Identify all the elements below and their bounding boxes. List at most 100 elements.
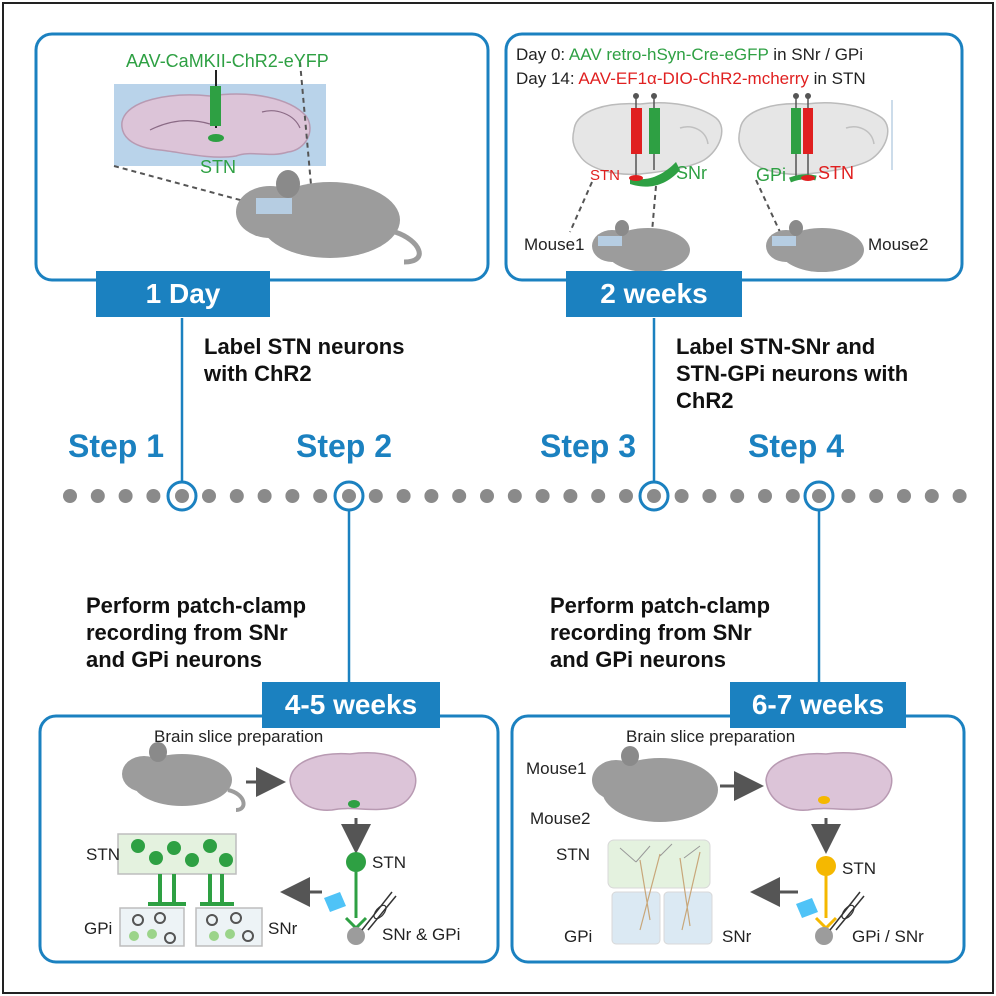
p1-description: Label STN neurons with ChR2 <box>204 333 404 387</box>
timeline-dot <box>785 489 800 503</box>
step-2-label: Step 2 <box>296 428 393 464</box>
step-4-dot <box>812 489 826 503</box>
p4-mouse2-label: Mouse2 <box>530 809 591 828</box>
stn-neuron-p2 <box>346 852 366 872</box>
right-brain-section <box>738 102 889 176</box>
p4-desc-line-2: recording from SNr <box>550 620 752 645</box>
timeline-dot <box>841 489 856 503</box>
p2-title: Brain slice preparation <box>154 727 324 746</box>
brain-slice-p2 <box>289 752 417 811</box>
panel-4-box <box>510 714 966 964</box>
timeline-dot <box>869 489 884 503</box>
p1-stn-label: STN <box>200 157 236 177</box>
timeline-dot <box>674 489 689 503</box>
p3-line-2-virus: AAV-EF1α-DIO-ChR2-mcherry <box>578 69 809 88</box>
mouse-icon <box>236 170 422 265</box>
p4-desc-line-3: and GPi neurons <box>550 647 727 672</box>
timeline-dot <box>952 489 967 503</box>
target-neuron-p4 <box>815 927 833 945</box>
p3-line-2-prefix: Day 14: <box>516 69 579 88</box>
p4-neuron-top-label: STN <box>842 859 876 878</box>
timeline-dot <box>285 489 300 503</box>
p4-title: Brain slice preparation <box>626 727 796 746</box>
p3-desc-line-3: ChR2 <box>676 388 734 413</box>
mouse-icon-p4 <box>592 746 718 822</box>
timeline-dot <box>257 489 272 503</box>
p3-mouse1-label: Mouse1 <box>524 235 585 254</box>
p2-description: Perform patch-clamp recording from SNr a… <box>86 592 306 673</box>
light-source-p4 <box>796 898 818 918</box>
brain-slice-p4 <box>765 752 893 811</box>
timeline-dot <box>758 489 772 503</box>
timeline-dot <box>619 489 633 503</box>
p2-gpi-label: GPi <box>84 919 113 938</box>
p4-description: Perform patch-clamp recording from SNr a… <box>550 592 770 673</box>
timeline-dot <box>229 489 244 503</box>
time-tag-6-7-weeks: 6-7 weeks <box>730 682 906 728</box>
step-1-dot <box>175 489 189 503</box>
timeline-dot <box>202 489 216 503</box>
p2-stn-label: STN <box>86 845 120 864</box>
p4-snr-label: SNr <box>722 927 752 946</box>
timeline-dot <box>146 489 161 503</box>
p2-snr-label: SNr <box>268 919 298 938</box>
p3-desc-line-1: Label STN-SNr and <box>676 334 876 359</box>
p3-line-1-virus: AAV retro-hSyn-Cre-eGFP <box>568 45 769 64</box>
p4-stn-label: STN <box>556 845 590 864</box>
p2-neuron-bottom-label: SNr & GPi <box>382 925 461 944</box>
p3-right-stn-label: STN <box>818 163 854 183</box>
time-tag-1-day: 1 Day <box>96 271 270 317</box>
p4-neuron-bottom-label: GPi / SNr <box>852 927 924 946</box>
timeline-dot <box>118 489 133 503</box>
timeline-dot <box>702 489 717 503</box>
patch-pipette-p2 <box>361 891 393 931</box>
p2-desc-line-3: and GPi neurons <box>86 647 263 672</box>
mouse2-icon <box>766 220 864 272</box>
p4-desc-line-1: Perform patch-clamp <box>550 593 771 618</box>
p3-description: Label STN-SNr and STN-GPi neurons with C… <box>676 333 908 414</box>
timeline-dot <box>897 489 911 503</box>
timeline-dot <box>535 489 550 503</box>
p3-mouse2-label: Mouse2 <box>868 235 929 254</box>
step-3-dot <box>647 489 661 503</box>
snr-projection <box>630 162 680 187</box>
target-neuron-p2 <box>347 927 365 945</box>
step-2-dot <box>342 489 356 503</box>
step-3-label: Step 3 <box>540 428 637 464</box>
timeline-dot <box>452 489 467 503</box>
p2-neuron-top-label: STN <box>372 853 406 872</box>
mouse1-icon <box>592 220 690 272</box>
p3-left-snr-label: SNr <box>676 163 707 183</box>
p3-line-2-suffix: in STN <box>808 69 866 88</box>
timeline-dot <box>591 489 606 503</box>
timeline-dot <box>480 489 494 503</box>
mouse-icon-p2 <box>122 742 246 812</box>
timeline-dot <box>396 489 411 503</box>
time-tag-4-5-weeks: 4-5 weeks <box>262 682 440 728</box>
p1-virus-label: AAV-CaMKII-ChR2-eYFP <box>126 51 329 71</box>
panel-1-illustration <box>113 61 422 265</box>
panel-4-illustration <box>592 746 893 945</box>
timeline-dot <box>730 489 745 503</box>
p3-line-2: Day 14: AAV-EF1α-DIO-ChR2-mcherry in STN <box>516 70 866 87</box>
step-1-label: Step 1 <box>68 428 165 464</box>
stn-region-p4 <box>607 839 711 889</box>
left-red-syringe <box>631 108 642 154</box>
left-brain-section <box>572 102 723 176</box>
p4-mouse1-label: Mouse1 <box>526 759 587 778</box>
timeline-dot <box>563 489 578 503</box>
patch-pipette-p4 <box>829 891 861 931</box>
p3-left-stn-label: STN <box>590 167 620 184</box>
timeline-dot <box>507 489 522 503</box>
step-4-label: Step 4 <box>748 428 845 464</box>
right-red-syringe <box>803 108 813 154</box>
timeline-dot <box>368 489 383 503</box>
timeline <box>63 489 967 503</box>
left-green-syringe <box>649 108 660 154</box>
stn-neuron-p4 <box>816 856 836 876</box>
p2-desc-line-2: recording from SNr <box>86 620 288 645</box>
gpi-region-p4 <box>611 891 661 945</box>
timeline-dot <box>924 489 939 503</box>
p3-line-1-suffix: in SNr / GPi <box>768 45 864 64</box>
